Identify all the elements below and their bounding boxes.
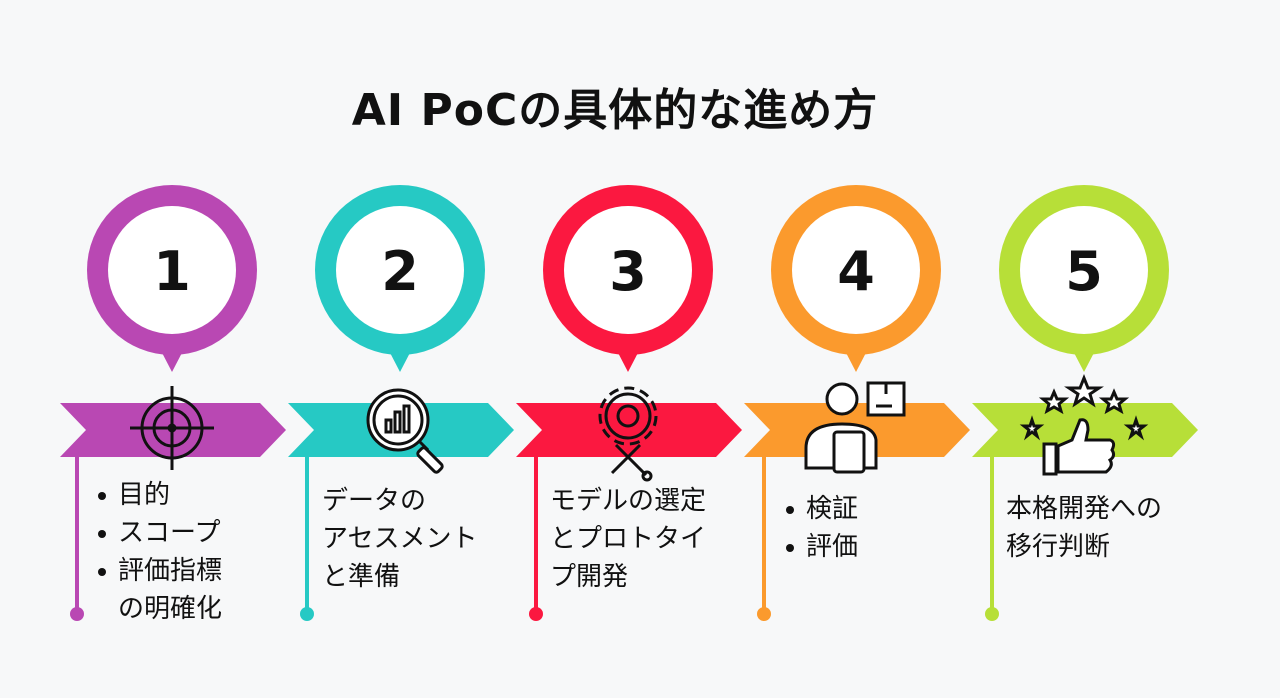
step-5-number: 5 [1065, 240, 1103, 303]
step-5-text: 本格開発への 移行判断 [1006, 490, 1162, 566]
step-3-graphic: 3 [516, 185, 742, 621]
step-1-line-2: スコープ [90, 514, 222, 552]
step-4-graphic: 4 [744, 185, 970, 621]
step-1-timeline-dot [70, 607, 84, 621]
step-1-line-4: の明確化 [118, 594, 223, 624]
step-2-text: データの アセスメント と準備 [322, 482, 477, 596]
step-5-graphic: 5 [972, 185, 1198, 621]
step-2-line-3: と準備 [322, 562, 401, 592]
step-5-line-1: 本格開発への [1006, 494, 1163, 524]
step-2: 2 データの アセスメント と準備 [288, 0, 518, 698]
step-1-graphic: 1 [60, 185, 286, 621]
step-2-graphic: 2 [288, 185, 514, 621]
step-4-marker [771, 185, 941, 372]
step-3-number: 3 [609, 240, 647, 303]
step-5-timeline-dot [985, 607, 999, 621]
step-2-line-1: データの [322, 486, 427, 516]
step-5: 5 本格開発への 移行判断 [972, 0, 1202, 698]
magnifier-chart-icon [366, 388, 444, 474]
step-2-timeline-dot [300, 607, 314, 621]
step-2-line-2: アセスメント [322, 524, 478, 554]
step-1-text: 目的 スコープ 評価指標 の明確化 [90, 476, 222, 628]
step-3-line-3: プ開発 [550, 562, 629, 592]
target-crosshair-icon [130, 386, 214, 470]
step-3-marker [543, 185, 713, 372]
step-1: 1 目的 スコープ 評価指標 の明確化 [60, 0, 290, 698]
step-3-timeline-dot [529, 607, 543, 621]
step-1-line-3: 評価指標 [90, 552, 222, 590]
step-5-line-2: 移行判断 [1006, 532, 1111, 562]
step-4-text: 検証 評価 [778, 490, 858, 566]
step-2-marker [315, 185, 485, 372]
step-3-text: モデルの選定 とプロトタイ プ開発 [550, 482, 706, 596]
step-4-line-2: 評価 [778, 528, 858, 566]
thumbs-up-stars-icon [1019, 373, 1149, 476]
gear-wrench-icon [598, 386, 658, 482]
step-4-line-1: 検証 [778, 490, 858, 528]
step-4-number: 4 [837, 240, 875, 303]
step-1-line-1: 目的 [90, 476, 222, 514]
step-1-number: 1 [153, 240, 191, 303]
step-1-marker [87, 185, 257, 372]
step-3-line-2: とプロトタイ [550, 524, 707, 554]
step-5-marker [999, 185, 1169, 372]
page-title: AI PoCの具体的な進め方 [351, 85, 879, 136]
step-4: 4 検証 評価 [744, 0, 974, 698]
step-3-arrow-band [516, 403, 742, 457]
step-2-number: 2 [381, 240, 419, 303]
step-3: 3 モデルの選定 とプロトタイ プ開発 [516, 0, 746, 698]
step-3-line-1: モデルの選定 [550, 486, 707, 516]
person-clipboard-icon [804, 381, 906, 474]
step-4-timeline-dot [757, 607, 771, 621]
